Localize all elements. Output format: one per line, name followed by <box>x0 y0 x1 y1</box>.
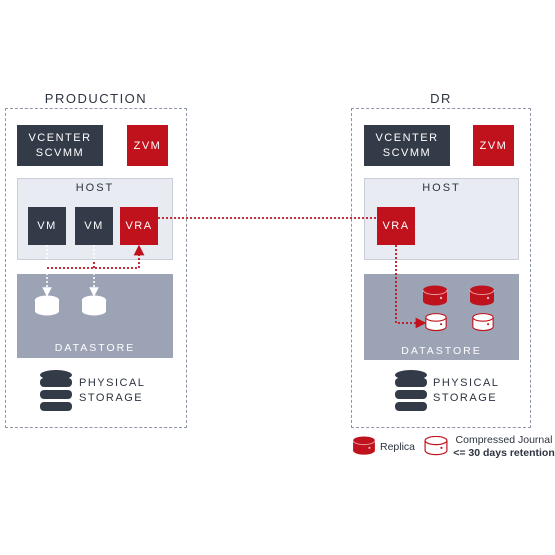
production-vcenter-box[interactable]: VCENTER SCVMM <box>17 125 103 166</box>
production-title: PRODUCTION <box>44 91 148 106</box>
vra-to-journal-connector <box>395 245 427 329</box>
scvmm-label: SCVMM <box>382 146 432 159</box>
dr-journal-disk-icon <box>472 313 494 332</box>
legend-journal-label: Compressed Journal <= 30 days retention <box>453 434 555 459</box>
production-physical-storage-label: PHYSICAL STORAGE <box>79 377 146 404</box>
dr-replica-disk-icon <box>422 285 448 306</box>
scvmm-label: SCVMM <box>35 146 85 159</box>
legend-replica-icon <box>352 436 376 456</box>
dr-physical-storage-icon <box>395 370 427 411</box>
legend-journal-icon <box>424 436 448 456</box>
legend-replica-label: Replica <box>380 441 416 453</box>
host-label: HOST <box>422 182 461 194</box>
dr-vcenter-box[interactable]: VCENTER SCVMM <box>364 125 450 166</box>
dr-site <box>351 108 531 428</box>
production-vm-1[interactable]: VM <box>28 207 66 245</box>
production-physical-storage-icon <box>40 370 72 411</box>
dr-vra[interactable]: VRA <box>377 207 415 245</box>
dr-replica-disk-icon <box>469 285 495 306</box>
production-disk-icon <box>81 295 107 316</box>
production-site <box>5 108 187 428</box>
production-zvm-box[interactable]: ZVM <box>127 125 168 166</box>
production-vra[interactable]: VRA <box>120 207 158 245</box>
io-splitter-connector <box>47 244 145 269</box>
production-disk-icon <box>34 295 60 316</box>
datastore-label: DATASTORE <box>54 342 136 354</box>
dr-journal-disk-icon <box>425 313 447 332</box>
vcenter-label: VCENTER <box>375 131 439 144</box>
dr-title: DR <box>430 91 452 106</box>
dr-zvm-box[interactable]: ZVM <box>473 125 514 166</box>
vcenter-label: VCENTER <box>28 131 92 144</box>
production-vm-2[interactable]: VM <box>75 207 113 245</box>
datastore-label: DATASTORE <box>401 345 482 357</box>
host-label: HOST <box>75 182 115 194</box>
dr-physical-storage-label: PHYSICAL STORAGE <box>433 377 500 404</box>
